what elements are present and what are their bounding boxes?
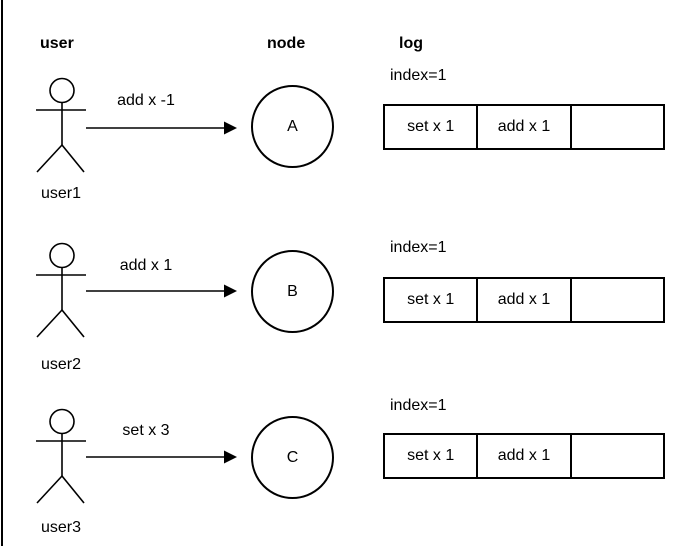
log-cell [572, 279, 663, 321]
message-label: set x 3 [122, 422, 170, 439]
user-label: user3 [40, 519, 82, 536]
node-circle: C [251, 416, 334, 499]
message-label: add x 1 [119, 257, 173, 274]
log-index-label: index=1 [390, 397, 447, 414]
actor-stick-figure-icon [36, 77, 88, 173]
log-table: set x 1 add x 1 [383, 104, 665, 150]
log-cell [572, 106, 663, 148]
node-circle: A [251, 85, 334, 168]
log-table: set x 1 add x 1 [383, 433, 665, 479]
user-label: user1 [40, 185, 82, 202]
log-cell: set x 1 [385, 279, 479, 321]
column-header-node: node [267, 35, 306, 52]
log-cell [572, 435, 663, 477]
log-index-label: index=1 [390, 239, 447, 256]
user-label: user2 [40, 356, 82, 373]
canvas-left-border [1, 0, 3, 546]
node-label: C [286, 448, 299, 466]
message-label: add x -1 [117, 92, 175, 109]
message-arrow-icon [86, 281, 238, 301]
log-cell: set x 1 [385, 435, 479, 477]
column-header-user: user [40, 35, 74, 52]
log-cell: set x 1 [385, 106, 479, 148]
node-label: A [287, 117, 298, 135]
actor-stick-figure-icon [36, 242, 88, 338]
node-circle: B [251, 250, 334, 333]
column-header-log: log [399, 35, 423, 52]
log-cell: add x 1 [478, 279, 572, 321]
actor-stick-figure-icon [36, 408, 88, 504]
message-arrow-icon [86, 447, 238, 467]
log-table: set x 1 add x 1 [383, 277, 665, 323]
log-cell: add x 1 [478, 106, 572, 148]
log-cell: add x 1 [478, 435, 572, 477]
message-arrow-icon [86, 118, 238, 138]
node-label: B [287, 282, 298, 300]
log-index-label: index=1 [390, 67, 447, 84]
